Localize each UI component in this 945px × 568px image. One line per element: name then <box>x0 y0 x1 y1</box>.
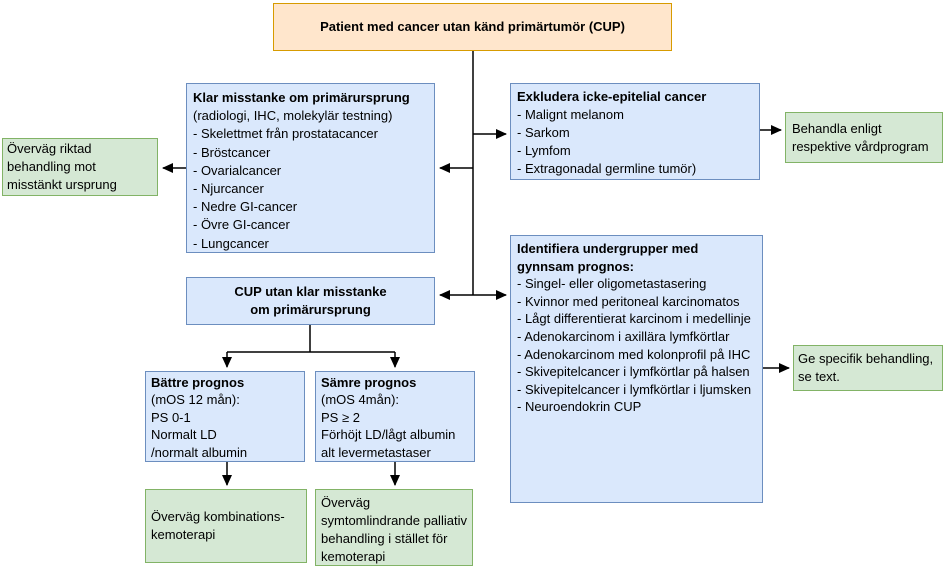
identifiera-item: - Adenokarcinom i axillära lymfkörtlar <box>517 328 730 344</box>
klar-misstanke-item: - Njurcancer <box>193 181 264 197</box>
klar-misstanke-subtitle: (radiologi, IHC, molekylär testning) <box>193 108 393 124</box>
node-samre-prognos: Sämre prognos (mOS 4mån): PS ≥ 2 Förhöjt… <box>315 371 475 462</box>
behandla-label: Behandla enligt respektive vårdprogram <box>792 120 929 154</box>
exkludera-item: - Extragonadal germline tumör) <box>517 161 697 176</box>
identifiera-item: - Kvinnor med peritoneal karcinomatos <box>517 293 740 309</box>
node-battre-prognos: Bättre prognos (mOS 12 mån): PS 0-1 Norm… <box>145 371 305 462</box>
patient-cup-label: Patient med cancer utan känd primärtumör… <box>320 19 625 34</box>
identifiera-item: - Lågt differentierat karcinom i medelli… <box>517 311 751 327</box>
samre-prognos-line: alt levermetastaser <box>321 444 431 460</box>
identifiera-item: - Adenokarcinom med kolonprofil på IHC <box>517 346 751 362</box>
cup-utan-line1: CUP utan klar misstanke <box>234 284 387 299</box>
battre-prognos-line: /normalt albumin <box>151 444 248 460</box>
kombination-label: Överväg kombinations-kemoterapi <box>151 509 285 542</box>
battre-prognos-line: PS 0-1 <box>151 409 191 425</box>
samre-prognos-title: Sämre prognos <box>321 375 417 390</box>
node-cup-utan-misstanke: CUP utan klar misstanke om primärursprun… <box>186 277 435 325</box>
identifiera-item: - Skivepitelcancer i lymfkörtlar på hals… <box>517 364 750 380</box>
identifiera-item: - Skivepitelcancer i lymfkörtlar i ljums… <box>517 381 752 397</box>
exkludera-item: - Sarkom <box>517 125 570 140</box>
klar-misstanke-item: - Nedre GI-cancer <box>193 199 298 215</box>
exkludera-item: - Lymfom <box>517 143 571 158</box>
ge-specifik-label: Ge specifik behandling, se text. <box>798 351 934 384</box>
node-identifiera-undergrupper: Identifiera undergrupper med gynnsam pro… <box>510 235 763 503</box>
identifiera-item: - Neuroendokrin CUP <box>517 399 642 415</box>
klar-misstanke-item: - Lungcancer <box>193 235 269 251</box>
identifiera-title: Identifiera undergrupper med gynnsam pro… <box>517 241 699 274</box>
connector-cup-split <box>227 325 395 353</box>
exkludera-title: Exkludera icke-epitelial cancer <box>517 89 707 104</box>
klar-misstanke-item: - Bröstcancer <box>193 144 271 160</box>
node-exkludera: Exkludera icke-epitelial cancer - Malign… <box>510 83 760 180</box>
klar-misstanke-item: - Ovarialcancer <box>193 162 282 178</box>
overvag-riktad-label: Överväg riktad behandling mot misstänkt … <box>7 141 117 192</box>
klar-misstanke-item: - Skelettmet från prostatacancer <box>193 126 378 142</box>
node-behandla-vardprogram: Behandla enligt respektive vårdprogram <box>785 112 943 163</box>
samre-prognos-line: (mOS 4mån): <box>321 392 400 408</box>
palliativ-label: Överväg symtomlindrande palliativ behand… <box>321 495 467 564</box>
samre-prognos-line: PS ≥ 2 <box>321 409 360 425</box>
battre-prognos-line: Normalt LD <box>151 427 217 443</box>
identifiera-item: - Singel- eller oligometastasering <box>517 276 707 292</box>
klar-misstanke-item: - Övre GI-cancer <box>193 217 290 233</box>
exkludera-item: - Malignt melanom <box>517 107 624 122</box>
cup-utan-line2: om primärursprung <box>250 302 371 317</box>
node-palliativ-behandling: Överväg symtomlindrande palliativ behand… <box>315 489 473 566</box>
node-kombinationskemoterapi: Överväg kombinations-kemoterapi <box>145 489 307 563</box>
battre-prognos-line: (mOS 12 mån): <box>151 392 240 408</box>
node-patient-cup: Patient med cancer utan känd primärtumör… <box>273 3 672 51</box>
klar-misstanke-title: Klar misstanke om primärursprung <box>193 90 410 105</box>
node-ge-specifik: Ge specifik behandling, se text. <box>793 345 943 391</box>
samre-prognos-line: Förhöjt LD/lågt albumin <box>321 427 456 443</box>
node-klar-misstanke: Klar misstanke om primärursprung (radiol… <box>186 83 435 253</box>
battre-prognos-title: Bättre prognos <box>151 375 245 390</box>
node-overvag-riktad: Överväg riktad behandling mot misstänkt … <box>2 138 158 196</box>
